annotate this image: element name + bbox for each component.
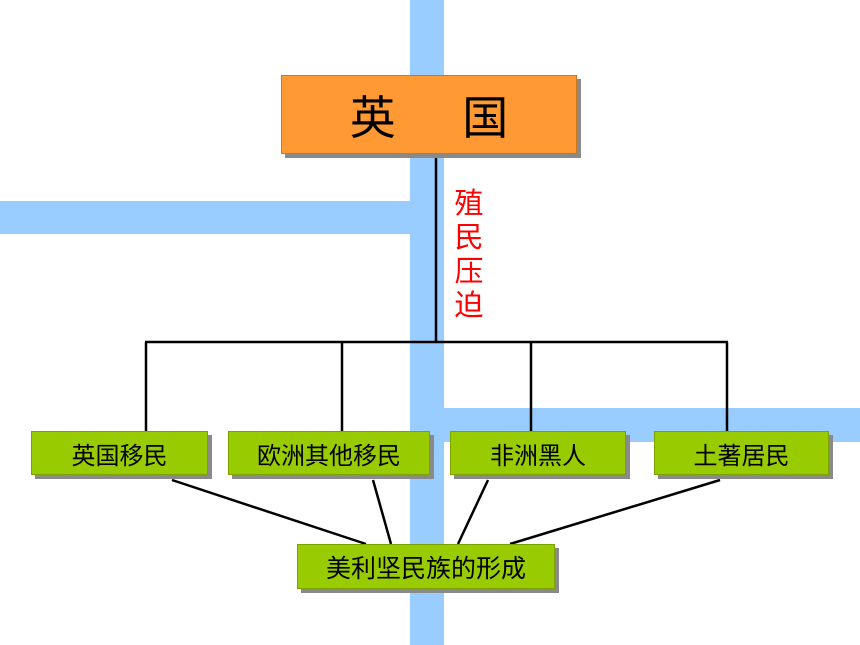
child-node-native-people: 土著居民 xyxy=(654,431,829,475)
result-node-label: 美利坚民族的形成 xyxy=(325,553,526,583)
merge-line-1 xyxy=(371,479,393,545)
merge-line-3 xyxy=(509,478,721,546)
child-node-other-european-immigrants: 欧洲其他移民 xyxy=(228,431,430,475)
root-node-label: 英 国 xyxy=(349,90,535,145)
background-stripe-left xyxy=(0,201,444,234)
child-node-label: 土著居民 xyxy=(693,441,790,470)
child-node-british-immigrants: 英国移民 xyxy=(31,431,208,475)
root-node: 英 国 xyxy=(281,75,577,154)
edge-label: 殖民压迫 xyxy=(454,186,484,322)
child-node-african-people: 非洲黑人 xyxy=(450,431,626,475)
merge-line-2 xyxy=(456,479,490,545)
child-node-label: 非洲黑人 xyxy=(490,441,586,470)
child-node-label: 英国移民 xyxy=(71,441,168,470)
result-node: 美利坚民族的形成 xyxy=(297,544,555,589)
child-node-label: 欧洲其他移民 xyxy=(257,441,401,470)
merge-line-0 xyxy=(171,478,367,546)
